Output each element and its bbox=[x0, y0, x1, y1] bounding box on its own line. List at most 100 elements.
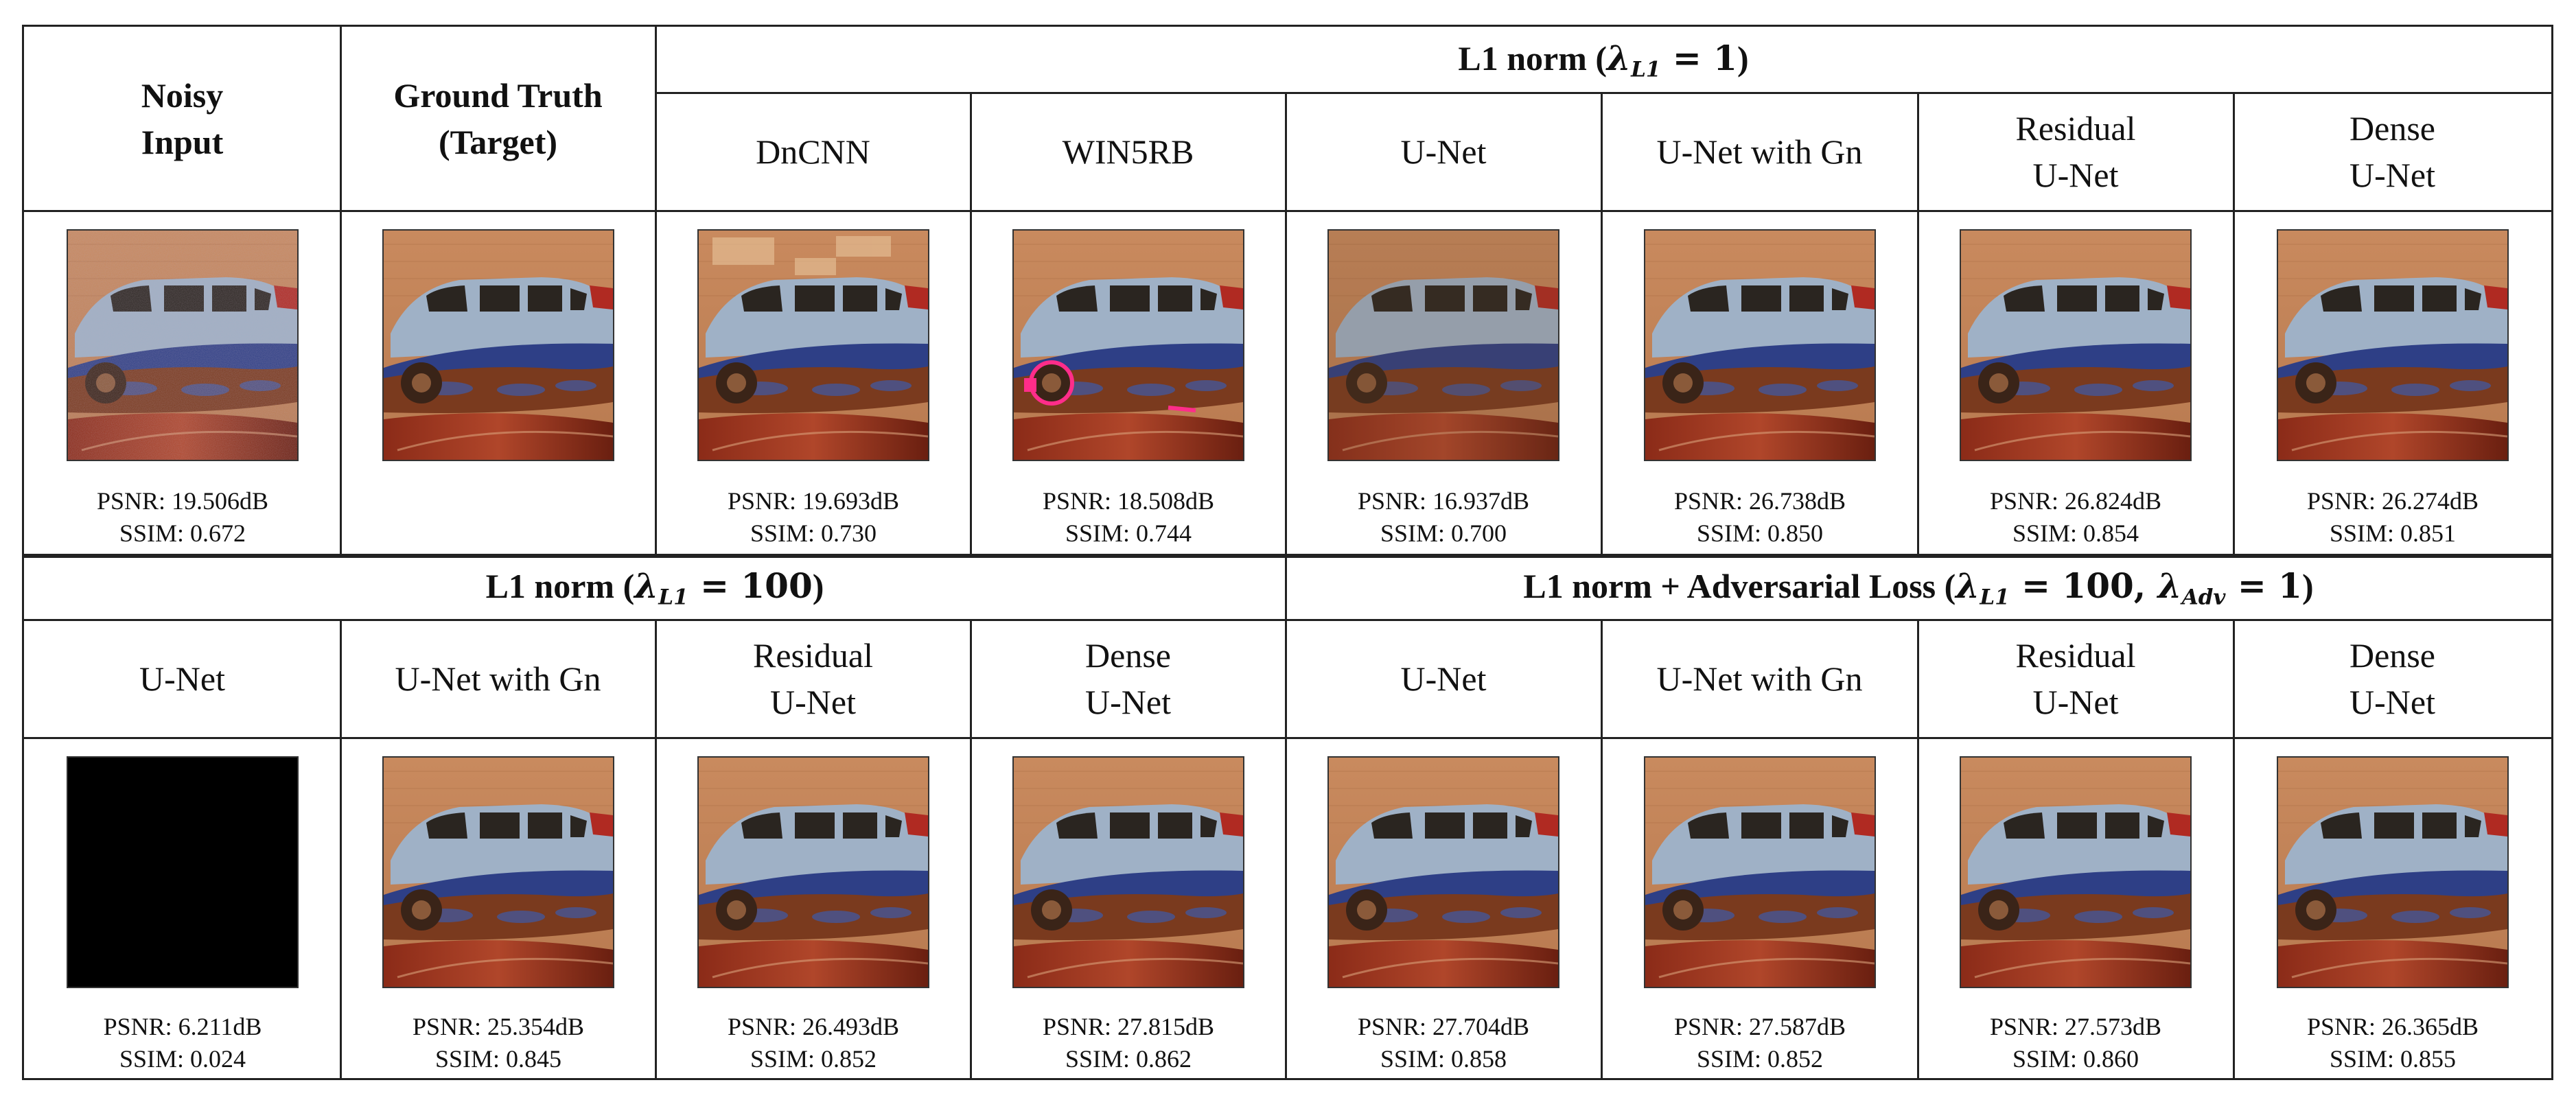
header-ground-truth-text: Ground Truth(Target) bbox=[393, 72, 602, 165]
lambda-value: = 1 bbox=[1660, 37, 1737, 78]
grid-line bbox=[1601, 93, 1603, 556]
grid-line bbox=[655, 92, 2551, 94]
grid-line bbox=[655, 620, 657, 1078]
result-image bbox=[1327, 229, 1559, 461]
ssim-value: SSIM: 0.851 bbox=[2329, 519, 2457, 547]
method-header-text-line: U-Net with Gn bbox=[1656, 132, 1863, 171]
lambda-subscript: L1 bbox=[658, 585, 688, 610]
psnr-value: PSNR: 25.354dB bbox=[412, 1013, 585, 1040]
method-header-text-line: DnCNN bbox=[756, 132, 870, 171]
result-image bbox=[2277, 229, 2509, 461]
method-header-text-line: U-Net bbox=[1085, 683, 1171, 721]
method-header: U-Net bbox=[24, 620, 340, 738]
method-header-text: U-Net with Gn bbox=[395, 655, 601, 702]
lambda-subscript: L1 bbox=[1980, 585, 2010, 610]
header-ground-truth-text-line: (Target) bbox=[438, 123, 558, 161]
method-header-text: U-Net bbox=[1401, 128, 1487, 175]
method-header: WIN5RB bbox=[971, 93, 1286, 211]
ssim-value: SSIM: 0.744 bbox=[1065, 519, 1192, 547]
method-header-text-line: U-Net bbox=[1400, 659, 1487, 698]
ssim-value: SSIM: 0.852 bbox=[750, 1045, 877, 1073]
method-header-text-line: U-Net bbox=[2032, 683, 2119, 721]
method-header-text: DnCNN bbox=[756, 128, 870, 175]
header-noisy-input-text-line: Input bbox=[141, 123, 224, 161]
header-ground-truth: Ground Truth(Target) bbox=[340, 27, 655, 211]
result-image bbox=[1960, 756, 2192, 988]
ssim-value: SSIM: 0.700 bbox=[1380, 519, 1507, 547]
grid-line bbox=[340, 27, 342, 556]
result-image bbox=[67, 756, 299, 988]
grid-line bbox=[2233, 93, 2235, 556]
lambda-symbol: λL1 = 100 bbox=[634, 565, 813, 610]
ssim-value: SSIM: 0.860 bbox=[2012, 1045, 2139, 1073]
method-header-text-line: Dense bbox=[2349, 109, 2435, 148]
psnr-value: PSNR: 18.508dB bbox=[1042, 487, 1215, 515]
method-header-text-line: WIN5RB bbox=[1062, 132, 1194, 171]
method-header-text: U-Net with Gn bbox=[1657, 655, 1863, 702]
ssim-value: SSIM: 0.850 bbox=[1696, 519, 1824, 547]
grid-line bbox=[970, 620, 972, 1078]
method-header-text-line: U-Net with Gn bbox=[395, 659, 601, 698]
grid-line bbox=[1601, 620, 1603, 1078]
lambda-value: = 100, bbox=[2009, 565, 2158, 607]
group-title-suffix: ) bbox=[1737, 38, 1749, 78]
method-header-text-line: U-Net bbox=[2349, 683, 2435, 721]
method-header-text-line: Dense bbox=[1085, 636, 1171, 675]
psnr-value: PSNR: 16.937dB bbox=[1357, 487, 1530, 515]
result-image bbox=[1644, 229, 1876, 461]
group-title: L1 norm (λL1 = 1) bbox=[1458, 38, 1748, 82]
group-title-suffix: ) bbox=[812, 567, 824, 606]
group-title: L1 norm + Adversarial Loss (λL1 = 100, λ… bbox=[1523, 565, 2313, 609]
psnr-value: PSNR: 27.815dB bbox=[1042, 1013, 1215, 1040]
lambda-value: = 1 bbox=[2225, 565, 2302, 607]
psnr-value: PSNR: 27.704dB bbox=[1357, 1013, 1530, 1040]
method-header-text-line: U-Net bbox=[770, 683, 856, 721]
psnr-value: PSNR: 26.365dB bbox=[2306, 1013, 2479, 1040]
grid-line bbox=[24, 737, 2551, 739]
method-header-text-line: U-Net bbox=[2349, 156, 2435, 194]
method-header-text-line: Dense bbox=[2349, 636, 2435, 675]
ssim-value: SSIM: 0.852 bbox=[1696, 1045, 1824, 1073]
psnr-value: PSNR: 26.274dB bbox=[2306, 487, 2479, 515]
psnr-value: PSNR: 19.506dB bbox=[96, 487, 269, 515]
lambda-symbol: λL1 = 1 bbox=[1607, 37, 1737, 82]
method-header-text-line: Residual bbox=[2015, 109, 2136, 148]
ssim-value: SSIM: 0.024 bbox=[119, 1045, 246, 1073]
method-header-text: U-Net bbox=[139, 655, 225, 702]
grid-line bbox=[24, 210, 2551, 212]
psnr-value: PSNR: 6.211dB bbox=[103, 1013, 262, 1040]
ssim-value: SSIM: 0.730 bbox=[750, 519, 877, 547]
method-header-text-line: U-Net bbox=[1400, 132, 1487, 171]
method-header-text-line: U-Net bbox=[2032, 156, 2119, 194]
lambda-symbol: λL1 = 100, λAdv = 1 bbox=[1956, 565, 2302, 610]
group-title-prefix: L1 norm ( bbox=[485, 567, 635, 606]
header-noisy-input-text-line: Noisy bbox=[141, 76, 224, 115]
grid-line bbox=[1917, 620, 1919, 1078]
grid-line bbox=[1917, 93, 1919, 556]
result-image bbox=[1960, 229, 2192, 461]
grid-line bbox=[2233, 620, 2235, 1078]
result-image bbox=[1327, 756, 1559, 988]
ssim-value: SSIM: 0.858 bbox=[1380, 1045, 1507, 1073]
psnr-value: PSNR: 26.493dB bbox=[727, 1013, 900, 1040]
section-divider bbox=[24, 554, 2551, 558]
method-header: U-Net bbox=[1286, 93, 1601, 211]
ssim-value: SSIM: 0.854 bbox=[2012, 519, 2139, 547]
ssim-value: SSIM: 0.672 bbox=[119, 519, 246, 547]
ssim-value: SSIM: 0.862 bbox=[1065, 1045, 1192, 1073]
psnr-value: PSNR: 27.573dB bbox=[1989, 1013, 2162, 1040]
